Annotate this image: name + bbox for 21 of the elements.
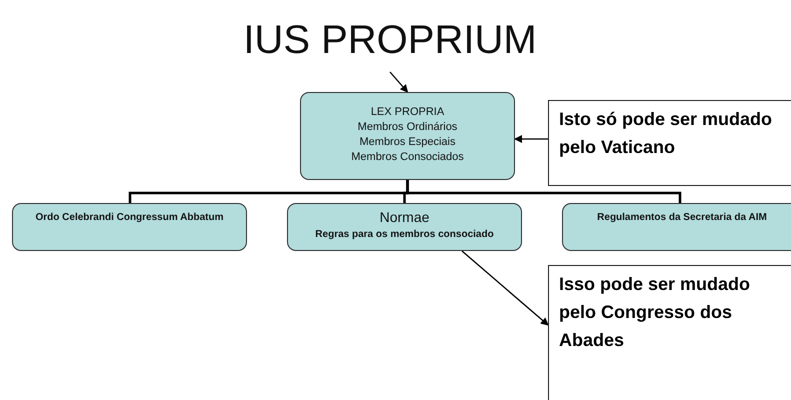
box-heading: LEX PROPRIA [370, 105, 446, 120]
title-text: IUS PROPRIUM [230, 18, 550, 68]
box-heading: Ordo Celebrandi Congressum Abbatum [34, 211, 224, 225]
connector-line [406, 180, 682, 203]
note-box [548, 100, 791, 186]
org-box [562, 203, 791, 251]
arrow [462, 250, 549, 326]
org-box [300, 92, 515, 180]
box-heading: Normae [378, 209, 430, 226]
box-text: Membros Consociados [350, 150, 465, 165]
org-box [287, 203, 522, 251]
note-text: Isso pode ser mudado pelo Congresso dos Abades [559, 273, 752, 352]
box-text: Membros Ordinários [356, 120, 458, 135]
box-text: Regras para os membros consociado [314, 228, 495, 242]
box-text: Membros Especiais [358, 135, 456, 150]
box-heading: Regulamentos da Secretaria da AIM [596, 211, 768, 225]
org-box [12, 203, 247, 251]
arrow [514, 135, 548, 143]
arrow [390, 72, 408, 93]
note-text: Isto só pode ser mudado pelo Vaticano [559, 108, 774, 159]
note-box [548, 265, 791, 400]
